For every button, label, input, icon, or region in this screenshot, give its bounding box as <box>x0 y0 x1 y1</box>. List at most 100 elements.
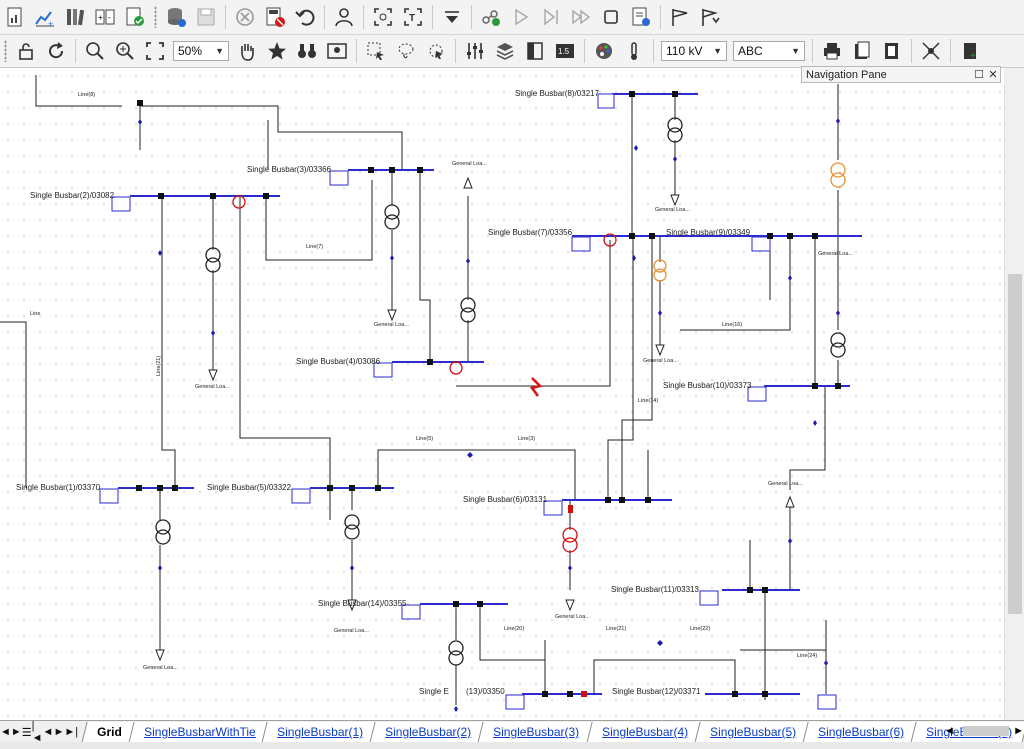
view-toolbar: 50%▼ 1.5 110 kV▼ ABC▼ + <box>0 35 1024 68</box>
voltage-select-value: 110 kV <box>666 44 703 58</box>
scrollbar-track[interactable] <box>962 726 1010 736</box>
print-icon[interactable] <box>819 38 845 64</box>
line-label: Line(3) <box>518 436 535 442</box>
tab-first-icon[interactable]: |◄ <box>31 720 43 744</box>
line-label: Line(16) <box>722 322 742 328</box>
scrollbar-thumb[interactable] <box>1008 274 1022 614</box>
line-label: Line(8) <box>78 92 95 98</box>
select-rect-icon[interactable] <box>363 38 389 64</box>
chart-add-icon[interactable]: + <box>32 4 58 30</box>
navigation-pane-title: Navigation Pane <box>806 68 887 81</box>
svg-text:+: + <box>970 51 976 62</box>
palette-icon[interactable] <box>591 38 617 64</box>
dropdown-icon[interactable] <box>439 4 465 30</box>
zoom-select-value: 50% <box>178 44 203 58</box>
busbar-label: Single Busbar(9)/03349 <box>666 228 751 237</box>
map-marker-icon[interactable] <box>324 38 350 64</box>
diagram-canvas[interactable]: Single Busbar(2)/03082 Single Busbar(3)/… <box>0 68 1004 720</box>
sliders-icon[interactable] <box>462 38 488 64</box>
step-icon[interactable] <box>538 4 564 30</box>
chevron-down-icon: ▼ <box>791 46 800 56</box>
busbar-label: Single Busbar(12)/03371 <box>612 687 701 696</box>
svg-text:+: + <box>48 19 53 28</box>
thermometer-icon[interactable] <box>621 38 647 64</box>
lasso-icon[interactable] <box>393 38 419 64</box>
cancel-icon[interactable] <box>232 4 258 30</box>
text-icon[interactable]: T <box>400 4 426 30</box>
new-page-icon[interactable]: + <box>957 38 983 64</box>
fast-forward-icon[interactable] <box>568 4 594 30</box>
refresh-icon[interactable] <box>43 38 69 64</box>
compare-icon[interactable]: +- <box>92 4 118 30</box>
svg-text:T: T <box>409 13 415 24</box>
horizontal-scrollbar[interactable]: ◄ ► <box>944 722 1024 740</box>
tab-singlebusbar-1[interactable]: SingleBusbar(1) <box>261 721 380 743</box>
navigation-pane[interactable]: Navigation Pane ☐ ✕ <box>801 66 1001 83</box>
pan-hand-icon[interactable] <box>234 38 260 64</box>
vertical-scrollbar[interactable] <box>1004 84 1024 720</box>
single-line-diagram[interactable]: Single Busbar(2)/03082 Single Busbar(3)/… <box>0 68 1004 720</box>
stop-icon[interactable] <box>598 4 624 30</box>
scroll-left-icon[interactable]: ◄ <box>944 725 955 737</box>
tab-singlebusbar-5[interactable]: SingleBusbar(5) <box>693 721 812 743</box>
line-label: Line(22) <box>690 626 710 632</box>
lock-icon[interactable] <box>13 38 39 64</box>
tab-singlebusbar-2[interactable]: SingleBusbar(2) <box>369 721 488 743</box>
load-label: General Loa... <box>334 628 369 634</box>
tab-next-icon[interactable]: ► <box>53 726 65 738</box>
layer-badge[interactable]: 1.5 <box>552 38 578 64</box>
network-add-icon[interactable] <box>478 4 504 30</box>
zoom-select[interactable]: 50%▼ <box>173 41 229 61</box>
close-icon[interactable]: ✕ <box>988 69 998 81</box>
database-icon[interactable] <box>163 4 189 30</box>
binoculars-icon[interactable] <box>294 38 320 64</box>
restore-icon[interactable]: ☐ <box>974 69 984 81</box>
line-label: Line(24) <box>797 653 817 659</box>
svg-text:+: + <box>98 13 103 22</box>
scroll-right-icon[interactable]: ► <box>1013 725 1024 737</box>
load-label: General Loa... <box>818 251 853 257</box>
line-label: Line <box>30 311 40 317</box>
tab-singlebusbar-3[interactable]: SingleBusbar(3) <box>477 721 596 743</box>
star-icon[interactable] <box>264 38 290 64</box>
voltage-select[interactable]: 110 kV▼ <box>661 41 727 61</box>
validate-icon[interactable] <box>122 4 148 30</box>
tab-list-icon[interactable]: ☰ <box>21 726 32 739</box>
tab-prev-icon[interactable]: ◄ <box>42 726 54 738</box>
tab-left-icon[interactable]: ◄ <box>0 726 11 738</box>
flag-icon[interactable] <box>667 4 693 30</box>
node-connect-icon[interactable] <box>918 38 944 64</box>
sheet-tab-bar: ◄ ► ☰ |◄ ◄ ► ►| Grid SingleBusbarWithTie… <box>0 720 1024 744</box>
export-icon[interactable] <box>879 38 905 64</box>
calculator-stop-icon[interactable] <box>262 4 288 30</box>
fit-screen-icon[interactable] <box>142 38 168 64</box>
busbar-label: Single Busbar(8)/03217 <box>515 89 600 98</box>
save-icon[interactable] <box>193 4 219 30</box>
play-icon[interactable] <box>508 4 534 30</box>
load-label: General Loa... <box>655 207 690 213</box>
tab-singlebusbar-4[interactable]: SingleBusbar(4) <box>585 721 704 743</box>
tab-singlebusbar-6[interactable]: SingleBusbar(6) <box>801 721 920 743</box>
line-label: Line(5) <box>416 436 433 442</box>
line-label: Line(20) <box>504 626 524 632</box>
report-run-icon[interactable] <box>628 4 654 30</box>
flag-down-icon[interactable] <box>697 4 723 30</box>
panel-icon[interactable] <box>522 38 548 64</box>
undo-icon[interactable] <box>292 4 318 30</box>
toolbar-grip <box>154 6 157 28</box>
busbar-label: Single Busbar(1)/03370 <box>16 483 101 492</box>
zoom-out-icon[interactable] <box>82 38 108 64</box>
library-icon[interactable] <box>62 4 88 30</box>
select-point-icon[interactable] <box>423 38 449 64</box>
tab-right-icon[interactable]: ► <box>10 726 22 738</box>
zoom-fit-icon[interactable] <box>370 4 396 30</box>
phase-select[interactable]: ABC▼ <box>733 41 805 61</box>
document-icon[interactable] <box>849 38 875 64</box>
user-icon[interactable] <box>331 4 357 30</box>
layers-icon[interactable] <box>492 38 518 64</box>
report-icon[interactable] <box>2 4 28 30</box>
tab-last-icon[interactable]: ►| <box>64 726 79 738</box>
zoom-in-icon[interactable] <box>112 38 138 64</box>
tab-singlebusbarwithtie[interactable]: SingleBusbarWithTie <box>128 721 271 743</box>
load-label: General Loa... <box>195 384 230 390</box>
